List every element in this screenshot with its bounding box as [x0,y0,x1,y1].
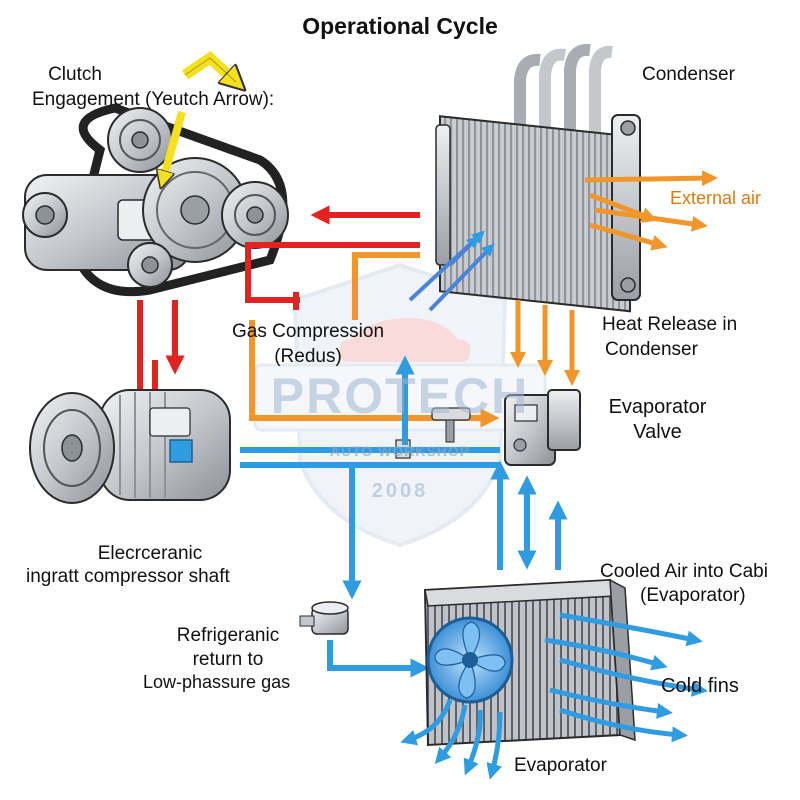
heat-release-arrows [509,300,581,387]
refrigerant-label-line1: Refrigeranic [176,625,280,646]
evaporator-valve-label-line1: Evaporator [608,396,707,418]
clutch-label-line2: Engagement (Yeutch Arrow): [32,89,275,110]
gas-compression-label-line1: Gas Compression [231,321,385,342]
external-air-label: External air [670,188,762,208]
page-title: Operational Cycle [302,13,498,39]
cold-fins-label: Cold fins [661,675,739,697]
external-air-arrows [584,170,718,251]
condenser-label: Condenser [642,64,735,85]
evaporator-label: Evaporator [514,755,607,776]
return-fitting-icon [299,601,349,635]
clutch-label-line1: Clutch [48,64,102,85]
condenser-entry-arrows [408,230,495,312]
expansion-valve-icon [395,389,581,466]
warm-refrigerant-line [249,252,500,428]
cooled-air-label-line2: (Evaporator) [640,585,746,606]
heat-release-label-line2: Condenser [605,339,698,360]
cooled-air-label-line1: Cooled Air into Cabi [600,561,768,582]
heat-release-label-line1: Heat Release in [602,314,738,335]
low-pressure-lines [240,355,568,678]
shaft-label-line2: ingratt compressor shaft [26,566,230,587]
watermark-brand: PROTECH [270,368,530,424]
clutch-engagement-arrow [163,50,236,180]
cold-air-arrows [400,612,708,780]
compressor-icon [29,389,231,504]
clutch-pulley-icon [22,103,289,297]
watermark-year: 2008 [371,480,429,502]
watermark-subtitle: AUTO WORKSHOP [329,443,471,459]
refrigerant-label-line2: return to [192,649,264,670]
refrigerant-label-line3: Low-phassure gas [143,672,291,692]
shaft-label-line1: Elecrceranic [97,543,203,564]
evaporator-valve-label-line2: Valve [633,421,682,443]
gas-compression-label-line2: (Redus) [274,346,342,367]
fan-icon [426,616,514,704]
